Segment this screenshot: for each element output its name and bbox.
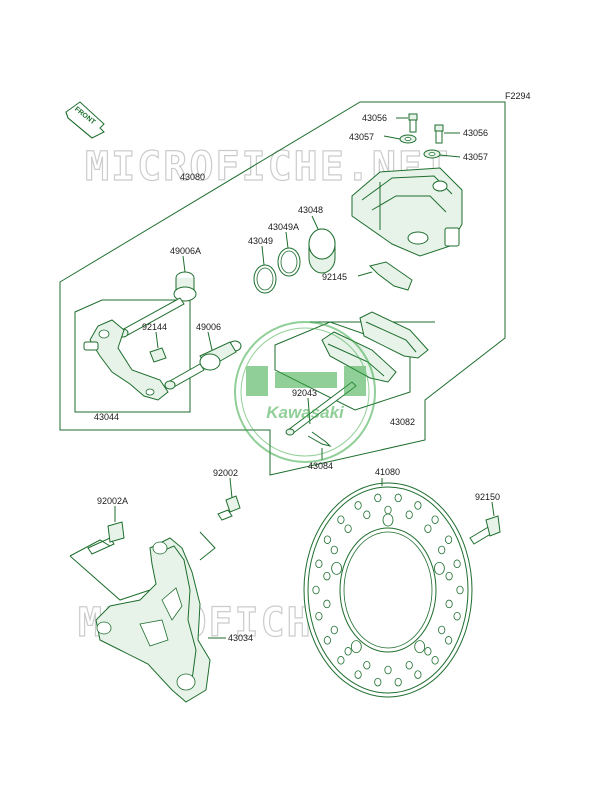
disc-hole	[330, 545, 338, 555]
disc-hole	[424, 647, 432, 656]
disc-hole	[456, 585, 464, 595]
brake-disc	[303, 482, 473, 698]
disc-hole	[323, 535, 331, 544]
disc-hole	[374, 677, 382, 687]
boot-49006a	[173, 271, 197, 302]
disc-hole	[323, 571, 331, 581]
disc-hole	[354, 501, 362, 510]
disc-hole	[438, 545, 446, 555]
disc-drill-holes	[312, 493, 464, 687]
pin-clip	[149, 347, 167, 363]
bolt-92002	[217, 495, 241, 521]
caliper-mount-bracket	[95, 537, 211, 703]
disc-hole	[453, 559, 461, 569]
seal-43049a	[277, 247, 301, 277]
disc-hole	[323, 599, 331, 609]
label-92145: 92145	[322, 272, 347, 282]
caliper-body	[351, 167, 463, 257]
disc-hole	[315, 611, 323, 621]
disc-hole	[444, 535, 453, 544]
label-43049a: 43049A	[268, 222, 299, 232]
figure-code: F2294	[505, 91, 531, 101]
disc-hole	[394, 493, 402, 503]
label-92150: 92150	[475, 492, 500, 502]
disc-hole	[394, 677, 402, 687]
disc-hole	[354, 670, 362, 679]
label-43057-left: 43057	[349, 132, 374, 142]
label-43034: 43034	[228, 633, 253, 643]
label-43056-left: 43056	[362, 113, 387, 123]
disc-hole	[337, 515, 345, 524]
disc-hole	[315, 559, 323, 569]
label-92002a: 92002A	[97, 496, 128, 506]
label-43080: 43080	[180, 172, 205, 182]
label-43084: 43084	[308, 461, 333, 471]
disc-hole	[330, 625, 338, 635]
disc-hole	[453, 611, 461, 621]
label-49006: 49006	[196, 322, 221, 332]
label-41080: 41080	[375, 467, 400, 477]
label-43049: 43049	[248, 236, 273, 246]
disc-hole	[431, 515, 439, 524]
disc-hole	[431, 656, 439, 665]
brake-pad-outer	[359, 311, 429, 359]
disc-hole	[363, 510, 371, 520]
disc-hole	[445, 599, 453, 609]
disc-mount-hole	[331, 562, 343, 575]
label-92002: 92002	[213, 468, 238, 478]
label-43057-right: 43057	[463, 152, 488, 162]
disc-hole	[323, 636, 331, 645]
boot-49006	[164, 340, 242, 390]
bolt-92002a	[87, 521, 125, 555]
disc-hole	[444, 636, 453, 645]
disc-hole	[344, 524, 352, 533]
front-arrow-icon: FRONT	[65, 101, 105, 139]
label-49006a: 49006A	[170, 246, 201, 256]
label-92043: 92043	[292, 388, 317, 398]
piston	[308, 228, 336, 274]
disc-mount-hole	[433, 562, 445, 575]
disc-hole	[312, 585, 320, 595]
bolt-92150	[469, 515, 501, 545]
bleeder-valve-right	[423, 124, 444, 159]
kawasaki-logo-text: Kawasaki	[266, 403, 345, 422]
disc-hole	[363, 660, 371, 670]
disc-hole	[414, 670, 422, 679]
part-labels: 43056 43057 43056 43057 43080 43048 4304…	[94, 113, 500, 643]
disc-hole	[384, 665, 392, 675]
label-43056-right: 43056	[463, 128, 488, 138]
caliper-bracket	[83, 319, 169, 401]
disc-hole	[405, 510, 413, 520]
disc-hole	[414, 501, 422, 510]
disc-mount-hole	[382, 513, 394, 527]
seal-43049	[253, 264, 277, 294]
pad-spring	[369, 261, 413, 291]
disc-hole	[438, 625, 446, 635]
disc-hole	[344, 647, 352, 656]
pad-pin-clip	[307, 431, 332, 447]
label-92144: 92144	[142, 322, 167, 332]
bleeder-valve-left	[399, 113, 418, 144]
kawasaki-logo: Kawasaki	[234, 321, 376, 463]
disc-hole	[337, 656, 345, 665]
disc-mount-hole	[414, 640, 426, 653]
label-43044: 43044	[94, 412, 119, 422]
label-43082: 43082	[390, 417, 415, 427]
label-43048: 43048	[298, 205, 323, 215]
disc-hole	[374, 493, 382, 503]
disc-hole	[405, 660, 413, 670]
disc-mount-hole	[350, 640, 362, 653]
disc-hole	[424, 524, 432, 533]
disc-hole	[384, 505, 392, 515]
disc-hole	[445, 571, 453, 581]
